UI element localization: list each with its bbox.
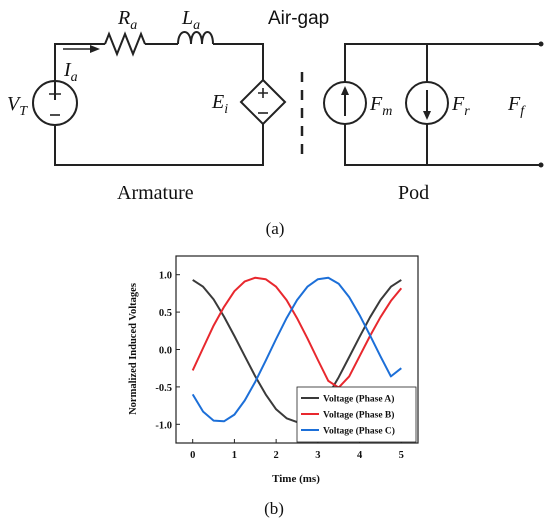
voltage-source-vt [32,80,78,126]
legend-box [296,386,417,443]
wire-top-left [54,43,105,100]
x-tick-label: 2 [274,450,279,461]
fr-label: Fr [451,93,470,119]
dependent-source-ei [239,78,287,126]
legend-entry: Voltage (Phase B) [323,410,394,421]
y-tick-label: 1.0 [159,271,172,282]
x-tick-label: 0 [190,450,195,461]
terminal-bottom [538,162,544,168]
voltage-chart: 0 1 2 3 4 5 -1.0 -0.5 0.0 0.5 1.0 Normalized Induc… [128,255,419,518]
pod-circuit [323,43,540,166]
y-tick-label: -1.0 [155,420,172,431]
ra-label: Ra [117,7,137,33]
x-axis-label: Time (ms) [272,473,320,485]
legend-entry: Voltage (Phase A) [323,394,394,405]
series-line-voltage-phase-b [191,276,403,389]
y-tick-label: 0.0 [159,346,172,357]
fr-arrowhead [423,111,431,120]
resistor-ra [104,31,146,57]
wire-bottom [54,124,264,166]
x-tick-label: 1 [232,450,237,461]
inductor-la [177,31,214,45]
panel-label-a: (a) [266,219,285,238]
y-tick-label: 0.5 [159,308,172,319]
circuit-diagram: Ra La Ia VT Ei Fm Fr Ff Air-gap Armature… [7,7,544,238]
ia-label: Ia [63,59,78,85]
armature-label: Armature [117,182,194,204]
y-axis-label: Normalized Induced Voltages [128,283,139,415]
x-tick-label: 5 [399,450,404,461]
airgap-label: Air-gap [268,8,329,29]
panel-label-b: (b) [264,499,284,518]
pod-label: Pod [398,182,429,204]
x-tick-label: 4 [357,450,363,461]
polarity-signs [49,88,268,116]
current-arrowhead [90,45,100,53]
armature-circuit [32,31,287,166]
la-label: La [181,7,200,33]
ff-label: Ff [507,93,526,119]
fm-label: Fm [369,93,392,119]
chart-legend: Voltage (Phase A) Voltage (Phase B) Voltag… [296,386,417,443]
y-tick-label: -0.5 [155,383,172,394]
vt-label: VT [7,93,28,119]
terminal-top [538,41,544,47]
legend-entry: Voltage (Phase C) [323,426,395,437]
x-tick-label: 3 [315,450,320,461]
fm-arrowhead [341,86,349,95]
ei-label: Ei [211,91,228,117]
series-line-voltage-phase-c [191,276,402,423]
wire-top-right [213,43,264,80]
